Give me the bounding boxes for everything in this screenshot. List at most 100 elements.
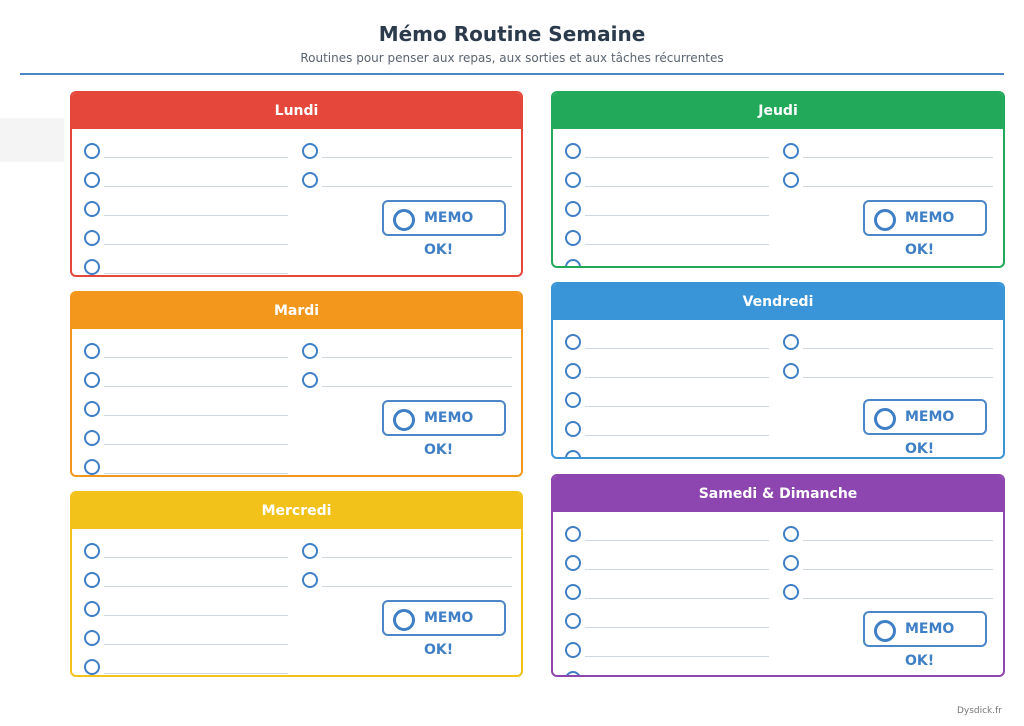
checklist-item[interactable] [565, 362, 769, 380]
checklist-item[interactable] [783, 583, 993, 601]
checklist-item[interactable] [302, 371, 512, 389]
checklist-item[interactable] [783, 142, 993, 160]
checkbox-circle-icon[interactable] [565, 230, 581, 246]
checkbox-circle-icon[interactable] [565, 421, 581, 437]
checklist-item[interactable] [84, 258, 288, 275]
checkbox-circle-icon[interactable] [84, 343, 100, 359]
memo-ok-button[interactable]: MEMO OK! [382, 400, 506, 458]
checkbox-circle-icon[interactable] [565, 172, 581, 188]
checklist-item[interactable] [565, 670, 769, 675]
checkbox-circle-icon[interactable] [565, 584, 581, 600]
checkbox-circle-icon[interactable] [84, 259, 100, 275]
checkbox-circle-icon[interactable] [565, 555, 581, 571]
memo-ok-button[interactable]: MEMO OK! [382, 600, 506, 658]
checkbox-circle-icon[interactable] [84, 201, 100, 217]
checkbox-circle-icon[interactable] [84, 659, 100, 675]
memo-ok-button[interactable]: MEMO OK! [863, 200, 987, 258]
checkbox-circle-icon[interactable] [84, 372, 100, 388]
checkbox-circle-icon[interactable] [302, 543, 318, 559]
checkbox-circle-icon[interactable] [783, 143, 799, 159]
checkbox-circle-icon[interactable] [302, 143, 318, 159]
checkbox-circle-icon[interactable] [783, 334, 799, 350]
checklist-item[interactable] [84, 458, 288, 475]
checkbox-circle-icon[interactable] [783, 363, 799, 379]
checklist-item[interactable] [565, 583, 769, 601]
checklist-item[interactable] [84, 200, 288, 218]
checkbox-circle-icon[interactable] [84, 172, 100, 188]
checkbox-circle-icon[interactable] [302, 372, 318, 388]
checkbox-circle-icon[interactable] [783, 526, 799, 542]
write-line [585, 348, 769, 349]
checkbox-circle-icon[interactable] [783, 172, 799, 188]
checklist-item[interactable] [565, 641, 769, 659]
checklist-item[interactable] [302, 342, 512, 360]
checklist-item[interactable] [783, 333, 993, 351]
checklist-item[interactable] [565, 525, 769, 543]
checklist-item[interactable] [84, 629, 288, 647]
checklist-item[interactable] [84, 371, 288, 389]
memo-ok-button[interactable]: MEMO OK! [863, 611, 987, 669]
checkbox-circle-icon[interactable] [302, 572, 318, 588]
checklist-item[interactable] [783, 525, 993, 543]
checkbox-circle-icon[interactable] [302, 172, 318, 188]
checkbox-circle-icon[interactable] [84, 230, 100, 246]
checklist-item[interactable] [565, 229, 769, 247]
checklist-item[interactable] [783, 554, 993, 572]
checklist-item[interactable] [302, 571, 512, 589]
checkbox-circle-icon[interactable] [84, 572, 100, 588]
checkbox-circle-icon[interactable] [783, 555, 799, 571]
checkbox-circle-icon[interactable] [84, 543, 100, 559]
checklist-item[interactable] [84, 342, 288, 360]
checklist-item[interactable] [84, 571, 288, 589]
checklist-item[interactable] [302, 142, 512, 160]
checklist-item[interactable] [565, 554, 769, 572]
checkbox-circle-icon[interactable] [84, 401, 100, 417]
checklist-item[interactable] [84, 142, 288, 160]
checklist-item[interactable] [565, 333, 769, 351]
checklist-item[interactable] [84, 542, 288, 560]
checklist-item[interactable] [565, 420, 769, 438]
checklist-item[interactable] [302, 542, 512, 560]
memo-check-circle-icon [393, 209, 415, 231]
checklist-item[interactable] [565, 258, 769, 266]
checklist-item[interactable] [565, 142, 769, 160]
checklist-item[interactable] [84, 600, 288, 618]
checkbox-circle-icon[interactable] [84, 459, 100, 475]
checklist-item[interactable] [565, 612, 769, 630]
checkbox-circle-icon[interactable] [565, 363, 581, 379]
checkbox-circle-icon[interactable] [84, 430, 100, 446]
memo-ok-button[interactable]: MEMO OK! [382, 200, 506, 258]
checkbox-circle-icon[interactable] [565, 526, 581, 542]
checkbox-circle-icon[interactable] [84, 601, 100, 617]
day-header: Mercredi [72, 493, 521, 529]
checklist-item[interactable] [84, 171, 288, 189]
checklist-item[interactable] [565, 391, 769, 409]
checklist-item[interactable] [84, 658, 288, 675]
checkbox-circle-icon[interactable] [565, 392, 581, 408]
checklist-item[interactable] [302, 171, 512, 189]
checklist-item[interactable] [84, 400, 288, 418]
checkbox-circle-icon[interactable] [84, 630, 100, 646]
checklist-item[interactable] [783, 171, 993, 189]
checklist-item[interactable] [565, 449, 769, 457]
checkbox-circle-icon[interactable] [565, 642, 581, 658]
checkbox-circle-icon[interactable] [565, 334, 581, 350]
checklist-item[interactable] [565, 200, 769, 218]
checkbox-circle-icon[interactable] [783, 584, 799, 600]
checkbox-circle-icon[interactable] [565, 259, 581, 266]
checkbox-circle-icon[interactable] [565, 143, 581, 159]
checkbox-circle-icon[interactable] [565, 613, 581, 629]
checklist-item[interactable] [783, 362, 993, 380]
checkbox-circle-icon[interactable] [84, 143, 100, 159]
checklist-item[interactable] [565, 171, 769, 189]
checklist-item[interactable] [84, 429, 288, 447]
checklist-item[interactable] [84, 229, 288, 247]
checkbox-circle-icon[interactable] [302, 343, 318, 359]
checkbox-circle-icon[interactable] [565, 671, 581, 675]
write-line [585, 186, 769, 187]
checkbox-circle-icon[interactable] [565, 201, 581, 217]
checkbox-circle-icon[interactable] [565, 450, 581, 457]
write-line [803, 540, 993, 541]
memo-ok-button[interactable]: MEMO OK! [863, 399, 987, 457]
